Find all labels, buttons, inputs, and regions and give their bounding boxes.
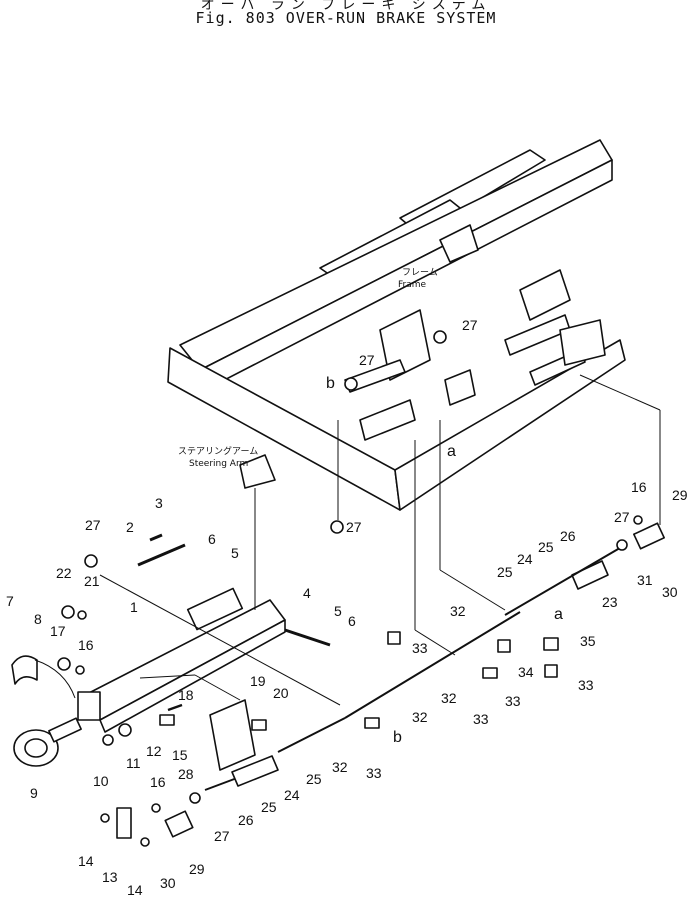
callout-label: 24 (284, 787, 300, 803)
callout-label: 10 (93, 773, 109, 789)
callout-label: 13 (102, 869, 118, 885)
callout-label: 24 (517, 551, 533, 567)
callout-label: 28 (178, 766, 194, 782)
callout-label: 30 (160, 875, 176, 891)
callout-label: 27 (85, 517, 101, 533)
callout-label: 16 (631, 479, 647, 495)
callout-label: 27 (614, 509, 630, 525)
callout-label: 16 (78, 637, 94, 653)
frame-annotation: フレーム Frame (398, 267, 438, 290)
brake-rods (204, 522, 665, 791)
callout-label: 3 (155, 495, 163, 511)
callout-label: 20 (273, 685, 289, 701)
steering-arm-label: Steering Arm (189, 459, 248, 469)
callout-label: 32 (441, 690, 457, 706)
callout-label: 14 (78, 853, 94, 869)
callout-label: 19 (250, 673, 266, 689)
callout-label: 26 (238, 812, 254, 828)
callout-label: 27 (462, 317, 478, 333)
callout-label: 35 (580, 633, 596, 649)
vehicle-frame (167, 139, 626, 511)
callout-label: 25 (306, 771, 322, 787)
callout-label: 31 (637, 572, 653, 588)
callout-label: 23 (602, 594, 618, 610)
callout-label: 27 (214, 828, 230, 844)
steering-arm-label-jp: ステアリングアーム (178, 445, 258, 457)
callout-label: 32 (412, 709, 428, 725)
callout-label: 32 (450, 603, 466, 619)
callout-label: 15 (172, 747, 188, 763)
leader-lines (99, 374, 661, 706)
title-japanese: オーバ ラン ブレーキ システム (200, 0, 492, 13)
figure-title: Fig. 803 OVER-RUN BRAKE SYSTEM (195, 9, 497, 27)
callout-label: 30 (662, 584, 678, 600)
callout-label: 27 (346, 519, 362, 535)
callout-label: 18 (178, 687, 194, 703)
callout-label: 5 (334, 603, 342, 619)
callout-label: 29 (189, 861, 205, 877)
callout-label: 7 (6, 593, 14, 609)
pins (137, 533, 331, 712)
callout-label: 2 (126, 519, 134, 535)
callout-label: 33 (412, 640, 428, 656)
callout-label: 9 (30, 785, 38, 801)
callout-letter: b (326, 375, 335, 392)
callout-label: 6 (208, 531, 216, 547)
callout-label: 33 (366, 765, 382, 781)
callout-label: 1 (130, 599, 138, 615)
callout-label: 11 (126, 755, 141, 771)
callout-label: 25 (261, 799, 277, 815)
callout-label: 4 (303, 585, 311, 601)
callout-label: 14 (127, 882, 143, 898)
callout-label: 5 (231, 545, 239, 561)
fasteners (57, 330, 643, 847)
callout-label: 33 (578, 677, 594, 693)
callout-label: 29 (672, 487, 688, 503)
callout-label: 12 (146, 743, 162, 759)
callout-label: 27 (359, 352, 375, 368)
callout-label: 26 (560, 528, 576, 544)
callout-label: 32 (332, 759, 348, 775)
callout-letter: b (393, 729, 402, 746)
callout-label: 17 (50, 623, 66, 639)
callout-letter: a (554, 606, 563, 623)
callout-label: 16 (150, 774, 166, 790)
callout-label: 6 (348, 613, 356, 629)
callout-label: 25 (497, 564, 513, 580)
steering-arm-assembly (11, 587, 286, 839)
callout-label: 21 (84, 573, 100, 589)
callout-letter: a (447, 443, 456, 460)
callout-label: 33 (505, 693, 521, 709)
frame-label-jp: フレーム (402, 267, 438, 278)
callout-label: 22 (56, 565, 72, 581)
callout-label: 8 (34, 611, 42, 627)
callouts: 1 2 3 4 5 5 6 6 7 8 9 10 11 12 13 14 14 … (6, 317, 688, 898)
steering-annotation: ステアリングアーム Steering Arm (178, 445, 258, 469)
frame-label: Frame (398, 280, 427, 290)
callout-label: 33 (473, 711, 489, 727)
callout-label: 25 (538, 539, 554, 555)
callout-label: 34 (518, 664, 534, 680)
